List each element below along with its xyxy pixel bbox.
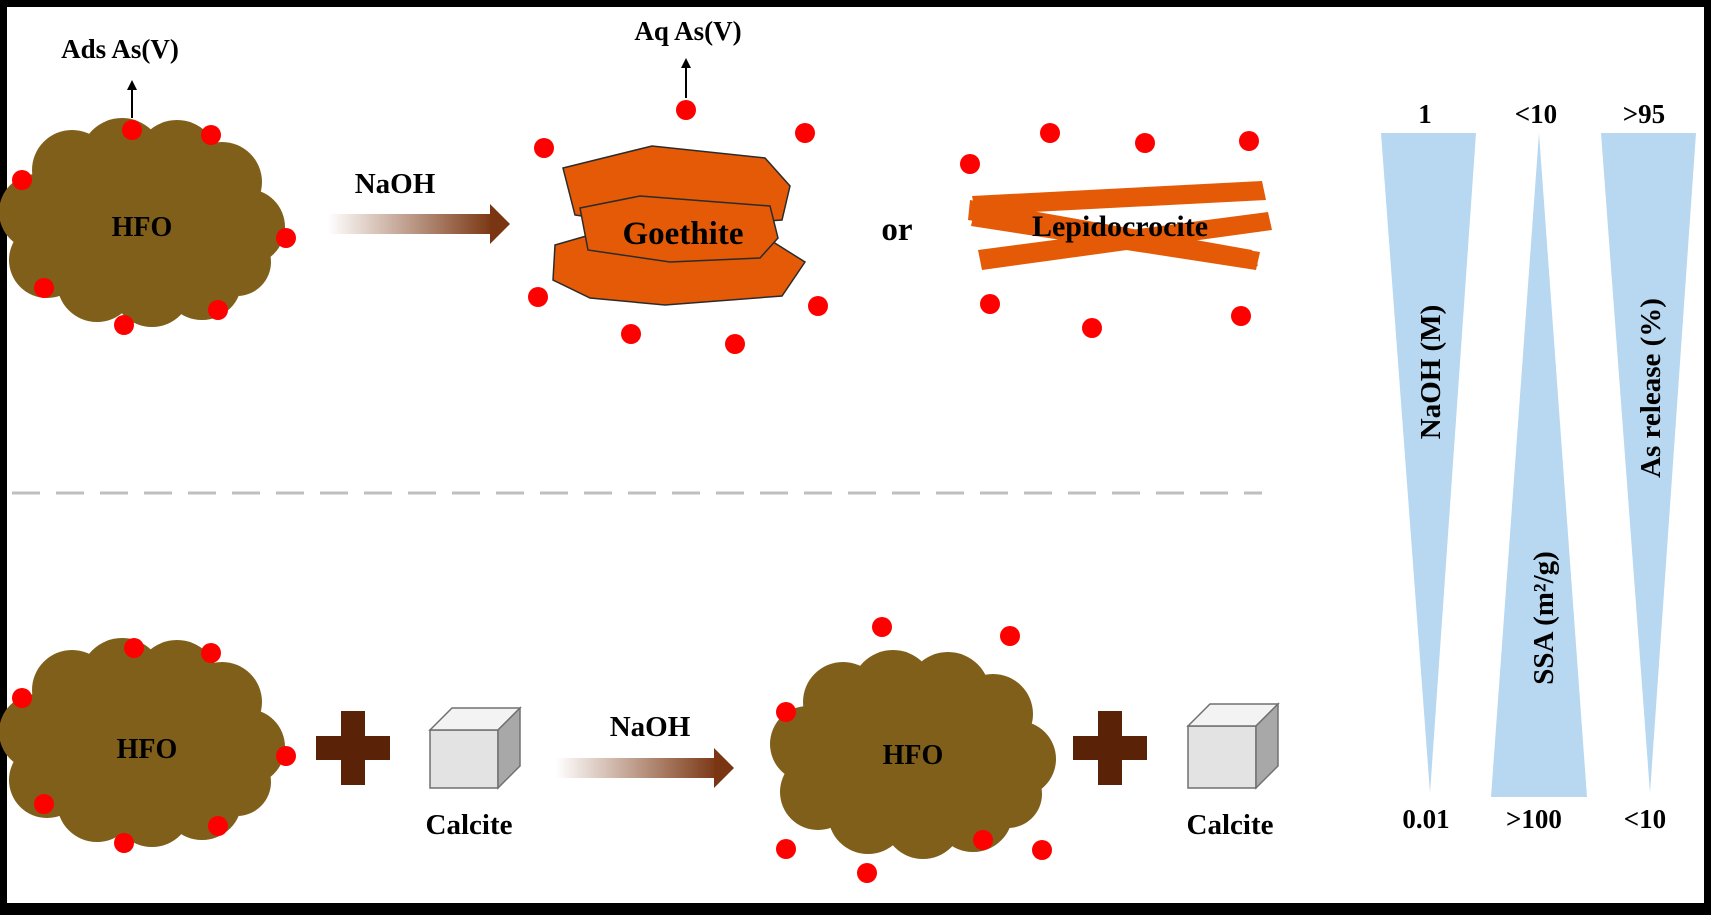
calcite-cube-left bbox=[428, 706, 522, 790]
arsenic-dots-goethite bbox=[528, 100, 828, 354]
aq-as-pointer-head bbox=[681, 58, 691, 68]
aq-as-label: Aq As(V) bbox=[634, 16, 741, 46]
as-release-scale-label: As release (%) bbox=[1635, 298, 1667, 478]
hfo-bottom-left-label: HFO bbox=[117, 734, 178, 765]
as-release-scale-top-value: >95 bbox=[1623, 99, 1665, 129]
plus-icon-right bbox=[1073, 711, 1147, 785]
ads-as-pointer-head bbox=[127, 80, 137, 90]
goethite-label: Goethite bbox=[623, 216, 744, 252]
naoh-scale-bottom-value: 0.01 bbox=[1402, 804, 1449, 834]
arsenic-dots-hfo-bottom-right bbox=[776, 617, 1052, 883]
lepidocrocite-crystal bbox=[968, 181, 1272, 270]
naoh-top-label: NaOH bbox=[355, 168, 436, 200]
arsenic-dots-lepidocrocite bbox=[960, 123, 1259, 338]
ssa-scale-label: SSA (m²/g) bbox=[1528, 551, 1560, 685]
plus-icon-left bbox=[316, 711, 390, 785]
as-release-scale-wedge bbox=[1601, 133, 1696, 793]
naoh-top-arrow-shaft bbox=[328, 214, 493, 234]
naoh-bottom-arrow-head bbox=[714, 748, 734, 788]
calcite-left-label: Calcite bbox=[426, 809, 513, 841]
lepidocrocite-label: Lepidocrocite bbox=[1032, 210, 1208, 243]
hfo-top-label: HFO bbox=[112, 212, 173, 243]
naoh-bottom-label: NaOH bbox=[610, 711, 691, 743]
as-release-scale-bottom-value: <10 bbox=[1624, 804, 1666, 834]
naoh-scale-wedge bbox=[1381, 133, 1476, 793]
hfo-bottom-right-label: HFO bbox=[883, 740, 944, 771]
calcite-cube-right bbox=[1186, 702, 1280, 790]
calcite-right-label: Calcite bbox=[1187, 809, 1274, 841]
naoh-bottom-arrow-shaft bbox=[556, 758, 718, 778]
naoh-top-arrow-head bbox=[490, 204, 510, 244]
or-label: or bbox=[881, 212, 912, 248]
arsenic-dots-hfo-top bbox=[12, 120, 296, 335]
naoh-scale-label: NaOH (M) bbox=[1415, 305, 1447, 440]
arsenic-dots-hfo-bottom-left bbox=[12, 638, 296, 853]
goethite-crystal bbox=[552, 145, 807, 306]
ssa-scale-top-value: <10 bbox=[1515, 99, 1557, 129]
ssa-scale-wedge bbox=[1491, 133, 1587, 797]
naoh-scale-top-value: 1 bbox=[1418, 99, 1432, 129]
ads-as-label: Ads As(V) bbox=[61, 34, 179, 64]
ssa-scale-bottom-value: >100 bbox=[1506, 804, 1562, 834]
